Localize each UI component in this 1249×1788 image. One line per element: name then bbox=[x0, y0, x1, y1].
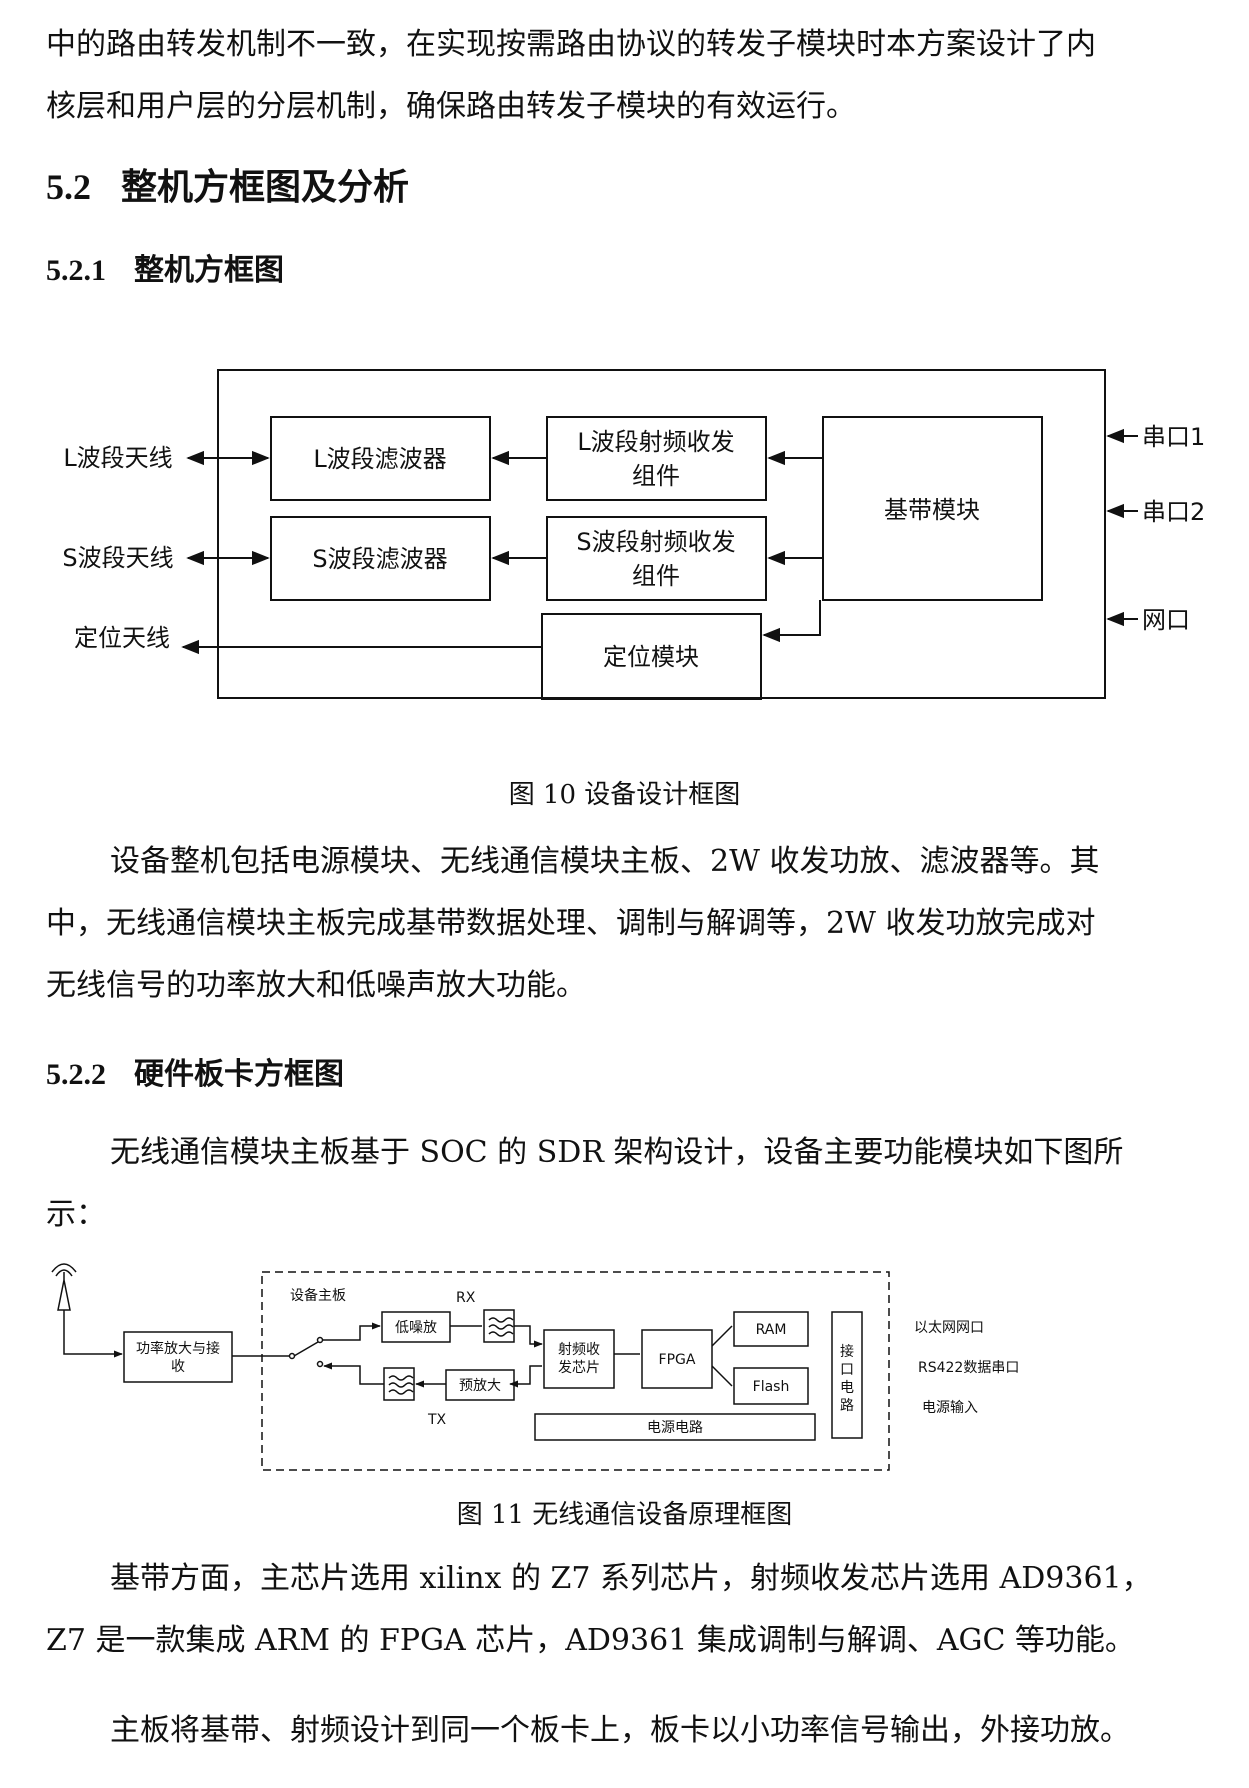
fig10-label-s-filter: S波段滤波器 bbox=[312, 545, 447, 573]
fig11-label-iface-2: 口 bbox=[840, 1362, 854, 1378]
fig11-label-preamp: 预放大 bbox=[459, 1378, 501, 1394]
fig10-label-s-rf-1: S波段射频收发 bbox=[576, 528, 735, 556]
fig11-label-ram: RAM bbox=[756, 1322, 787, 1338]
figure-11-caption: 图 11 无线通信设备原理框图 bbox=[456, 1500, 793, 1530]
fig11-power-box bbox=[534, 1413, 816, 1441]
subsection-1-number: 5.2.1 bbox=[46, 254, 106, 287]
fig10-label-l-filter: L波段滤波器 bbox=[313, 445, 446, 473]
fig11-label-ethernet: 以太网网口 bbox=[914, 1320, 984, 1336]
fig11-pa-box bbox=[123, 1331, 233, 1383]
fig11-label-board: 设备主板 bbox=[290, 1287, 346, 1304]
fig11-rf-chip-box bbox=[543, 1329, 615, 1389]
fig11-rx-to-rf bbox=[514, 1325, 543, 1348]
subsection-2-title: 硬件板卡方框图 bbox=[134, 1057, 344, 1092]
fig11-label-fpga: FPGA bbox=[659, 1352, 696, 1368]
fig11-label-iface-3: 电 bbox=[840, 1380, 854, 1396]
paragraph-4-line-1: 主板将基带、射频设计到同一个板卡上，板卡以小功率信号输出，外接功放。 bbox=[110, 1713, 1130, 1748]
section-number: 5.2 bbox=[46, 167, 91, 207]
fig11-flash-box bbox=[733, 1367, 809, 1405]
fig10-positioning-box bbox=[541, 613, 762, 700]
intro-line-1: 中的路由转发机制不一致，在实现按需路由协议的转发子模块时本方案设计了内 bbox=[46, 27, 1096, 62]
fig11-label-power-input: 电源输入 bbox=[922, 1400, 978, 1416]
fig11-label-pa-1: 功率放大与接 bbox=[136, 1340, 220, 1357]
paragraph-1-line-2: 中，无线通信模块主板完成基带数据处理、调制与解调等，2W 收发功放完成对 bbox=[46, 906, 1096, 941]
intro-line-2: 核层和用户层的分层机制，确保路由转发子模块的有效运行。 bbox=[46, 89, 856, 124]
paragraph-3-line-1: 基带方面，主芯片选用 xilinx 的 Z7 系列芯片，射频收发芯片选用 AD9… bbox=[110, 1561, 1152, 1596]
fig11-label-flash: Flash bbox=[753, 1379, 790, 1395]
fig11-rf-to-tx bbox=[509, 1365, 542, 1388]
paragraph-2: 无线通信模块主板基于 SOC 的 SDR 架构设计，设备主要功能模块如下图所 示… bbox=[46, 1122, 1156, 1246]
intro-paragraph: 中的路由转发机制不一致，在实现按需路由协议的转发子模块时本方案设计了内 核层和用… bbox=[46, 14, 1156, 138]
fig11-fpga-box bbox=[641, 1329, 713, 1389]
fig11-label-lna: 低噪放 bbox=[395, 1320, 437, 1336]
fig11-antenna-feed bbox=[63, 1310, 123, 1358]
fig10-label-s-antenna: S波段天线 bbox=[62, 544, 173, 572]
fig10-label-s-rf-2: 组件 bbox=[632, 562, 680, 590]
fig11-interface-box bbox=[831, 1311, 863, 1439]
fig11-tx-filter-box bbox=[383, 1367, 415, 1401]
section-title: 整机方框图及分析 bbox=[121, 167, 410, 208]
fig11-label-rf-chip-2: 发芯片 bbox=[558, 1360, 600, 1376]
fig10-label-port3: 网口 bbox=[1142, 606, 1190, 634]
figure-10-block-diagram: L波段天线 S波段天线 定位天线 L波段滤波器 S波段滤波器 L波段射频收发 组… bbox=[62, 369, 1205, 700]
fig11-lna-box bbox=[381, 1311, 451, 1343]
paragraph-1-line-3: 无线信号的功率放大和低噪声放大功能。 bbox=[46, 968, 586, 1003]
fig10-l-filter-box bbox=[270, 416, 491, 501]
fig10-baseband-box bbox=[822, 416, 1043, 601]
fig11-preamp-box bbox=[445, 1369, 515, 1401]
subsection-2-number: 5.2.2 bbox=[46, 1058, 106, 1091]
section-heading: 5.2 整机方框图及分析 bbox=[46, 158, 409, 210]
fig10-label-positioning-antenna: 定位天线 bbox=[74, 624, 170, 652]
fig11-ram-box bbox=[733, 1311, 809, 1347]
paragraph-1-line-1: 设备整机包括电源模块、无线通信模块主板、2W 收发功放、滤波器等。其 bbox=[110, 844, 1100, 879]
subsection-2-heading: 5.2.2 硬件板卡方框图 bbox=[46, 1049, 344, 1093]
figure-11-block-diagram: 设备主板 RX TX 功率放大与接 收 低噪放 预放大 射频收 发芯片 FPGA… bbox=[51, 1263, 1019, 1471]
fig10-label-l-antenna: L波段天线 bbox=[63, 444, 172, 472]
paragraph-2-line-2: 示： bbox=[46, 1197, 106, 1232]
fig10-bb-to-positioning bbox=[762, 600, 821, 643]
fig10-label-l-rf-1: L波段射频收发 bbox=[577, 428, 734, 456]
subsection-1-heading: 5.2.1 整机方框图 bbox=[46, 245, 284, 289]
antenna-icon bbox=[57, 1279, 71, 1311]
fig10-label-port1: 串口1 bbox=[1142, 423, 1205, 451]
fig10-label-port2: 串口2 bbox=[1142, 498, 1205, 526]
paragraph-3: 基带方面，主芯片选用 xilinx 的 Z7 系列芯片，射频收发芯片选用 AD9… bbox=[46, 1548, 1156, 1672]
fig11-rx-filter-box bbox=[483, 1309, 515, 1343]
fig10-s-filter-box bbox=[270, 516, 491, 601]
fig11-label-rx: RX bbox=[456, 1290, 476, 1306]
figure-10-caption: 图 10 设备设计框图 bbox=[508, 780, 741, 810]
fig11-rx-path bbox=[322, 1322, 381, 1341]
fig11-label-rf-chip-1: 射频收 bbox=[558, 1342, 600, 1358]
fig11-label-rs422: RS422数据串口 bbox=[918, 1360, 1019, 1376]
fig10-label-l-rf-2: 组件 bbox=[632, 462, 680, 490]
fig11-board-frame bbox=[261, 1271, 890, 1471]
paragraph-3-line-2: Z7 是一款集成 ARM 的 FPGA 芯片，AD9361 集成调制与解调、AG… bbox=[46, 1623, 1135, 1658]
fig10-label-positioning: 定位模块 bbox=[603, 643, 699, 671]
fig11-label-power: 电源电路 bbox=[647, 1420, 703, 1436]
fig11-tx-path bbox=[323, 1362, 384, 1385]
fig10-label-baseband: 基带模块 bbox=[884, 496, 980, 524]
fig11-switch bbox=[293, 1341, 319, 1357]
fig11-label-iface-1: 接 bbox=[840, 1343, 854, 1360]
paragraph-4: 主板将基带、射频设计到同一个板卡上，板卡以小功率信号输出，外接功放。 bbox=[46, 1700, 1156, 1762]
fig11-label-pa-2: 收 bbox=[171, 1359, 185, 1375]
fig11-label-tx: TX bbox=[427, 1412, 447, 1428]
fig11-label-iface-4: 路 bbox=[840, 1398, 854, 1414]
subsection-1-title: 整机方框图 bbox=[134, 253, 284, 288]
paragraph-1: 设备整机包括电源模块、无线通信模块主板、2W 收发功放、滤波器等。其 中，无线通… bbox=[46, 831, 1156, 1017]
paragraph-2-line-1: 无线通信模块主板基于 SOC 的 SDR 架构设计，设备主要功能模块如下图所 bbox=[110, 1135, 1124, 1170]
